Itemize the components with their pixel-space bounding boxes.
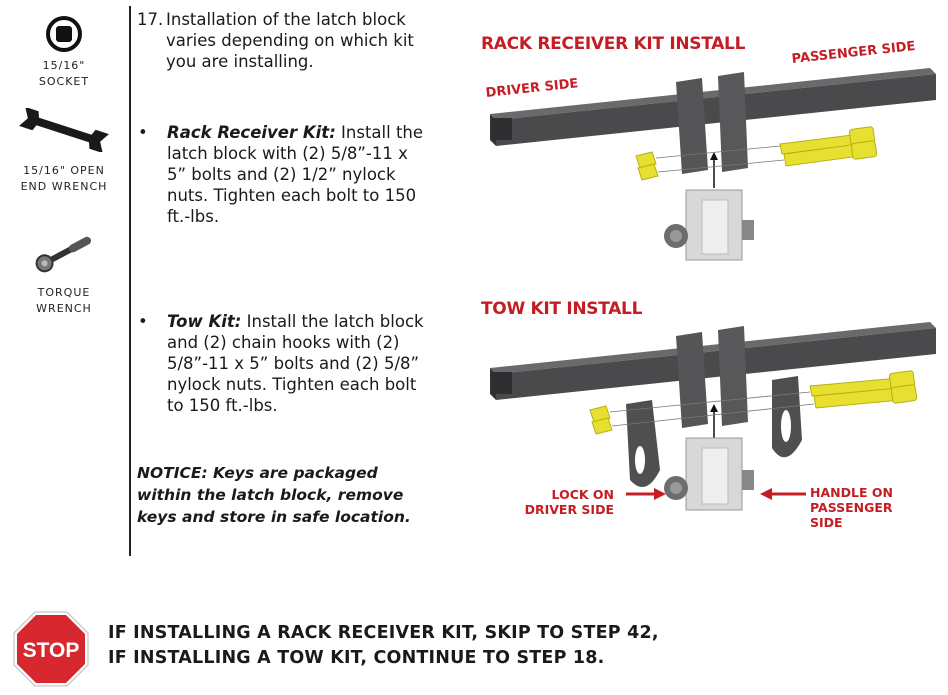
tow-kit-title: TOW KIT INSTALL [481, 299, 643, 319]
torque-wrench-icon [35, 236, 91, 273]
stop-instructions: IF INSTALLING A RACK RECEIVER KIT, SKIP … [108, 621, 659, 671]
socket-label: 15/16"SOCKET [38, 59, 90, 88]
column-divider [129, 6, 131, 556]
step-number: 17. [137, 10, 164, 29]
stop-line-2: IF INSTALLING A TOW KIT, CONTINUE TO STE… [108, 648, 605, 668]
step-text: Installation of the latch block varies d… [166, 10, 414, 71]
rack-kit-title: RACK RECEIVER KIT INSTALL [481, 34, 746, 54]
bullet-text: Install the latch block and (2) chain ho… [167, 312, 424, 415]
wrench-icon [19, 108, 109, 152]
stop-sign-text: STOP [23, 639, 80, 662]
tow-kit-diagram [490, 322, 936, 511]
rack-kit-diagram [490, 68, 936, 261]
stop-line-1: IF INSTALLING A RACK RECEIVER KIT, SKIP … [108, 623, 659, 643]
stop-sign-icon: STOP [13, 611, 89, 687]
notice-text: NOTICE: Keys are packaged within the lat… [137, 464, 411, 526]
bullet-text: Install the latch block with (2) 5/8”-11… [167, 123, 424, 226]
bullet-lead: Rack Receiver Kit: [167, 123, 336, 142]
bullet-lead: Tow Kit: [167, 312, 242, 331]
socket-icon [46, 16, 82, 52]
